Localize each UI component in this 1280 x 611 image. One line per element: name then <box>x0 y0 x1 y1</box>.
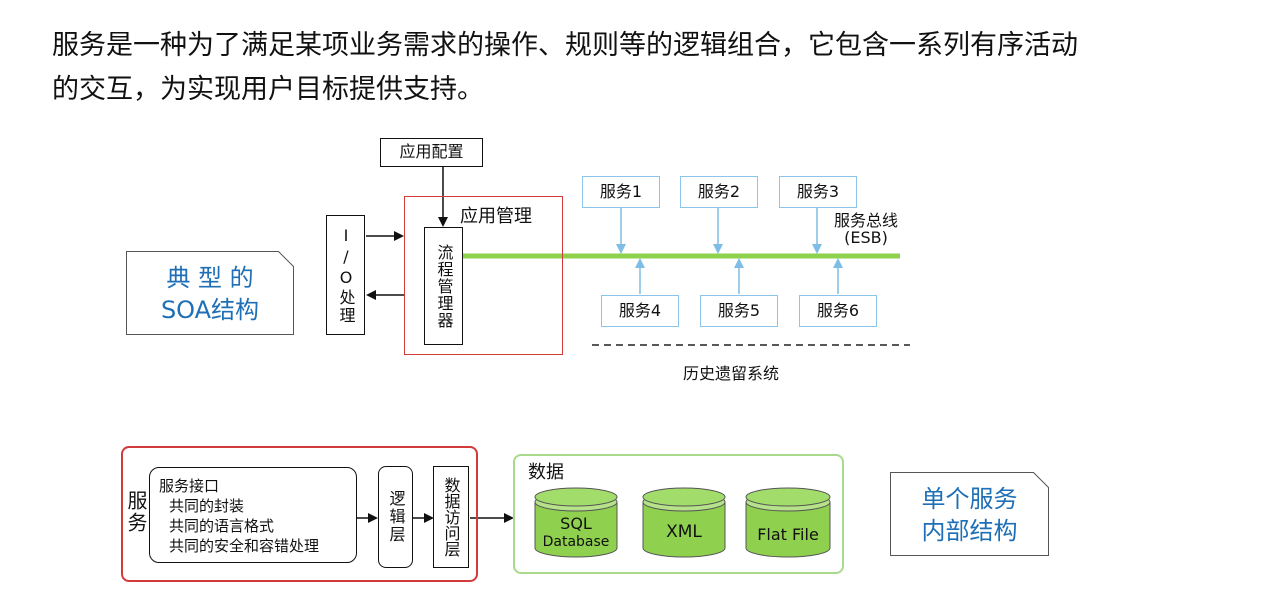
soa-note-line-2: SOA结构 <box>160 296 260 324</box>
logic-layer-label: 逻辑层 <box>386 490 406 544</box>
app-mgmt-frame <box>404 196 563 355</box>
internal-note-line-1: 单个服务 <box>921 485 1018 513</box>
data-container-title: 数据 <box>528 462 564 483</box>
app-config-box: 应用配置 <box>380 138 483 167</box>
service-label-5: 服务5 <box>717 301 761 320</box>
intro-line-1: 服务是一种为了满足某项业务需求的操作、规则等的逻辑组合，它包含一系列有序活动 <box>52 30 1078 61</box>
service-box-6: 服务6 <box>799 295 877 327</box>
service-box-5: 服务5 <box>700 295 778 327</box>
db-xml-label: XML <box>666 522 702 542</box>
intro-paragraph: 服务是一种为了满足某项业务需求的操作、规则等的逻辑组合，它包含一系列有序活动 的… <box>52 24 1252 112</box>
service-interface-title: 服务接口 <box>159 477 220 495</box>
internal-note-card: 单个服务 内部结构 <box>890 472 1049 556</box>
service-frame-label: 服务 <box>124 490 148 534</box>
data-container <box>513 454 844 574</box>
interface-item-2: 共同的语言格式 <box>169 517 275 535</box>
io-box: I/O处理 <box>326 215 365 335</box>
internal-note-fold-corner <box>1033 472 1049 488</box>
db-flatfile-label: Flat File <box>757 525 819 544</box>
flow-manager-label: 流程管理器 <box>434 243 454 329</box>
soa-note-card: 典 型 的 SOA结构 <box>126 251 294 335</box>
service-box-2: 服务2 <box>680 176 758 208</box>
note-fold-corner <box>278 251 294 267</box>
service-label-2: 服务2 <box>697 182 741 201</box>
intro-line-2: 的交互，为实现用户目标提供支持。 <box>52 74 484 105</box>
service-interface-box: 服务接口 共同的封装 共同的语言格式 共同的安全和容错处理 <box>149 467 357 563</box>
service-label-3: 服务3 <box>796 182 840 201</box>
interface-item-3: 共同的安全和容错处理 <box>169 537 320 555</box>
esb-label: 服务总线 (ESB) <box>834 212 898 246</box>
esb-label-line-2: (ESB) <box>844 228 888 247</box>
app-config-label: 应用配置 <box>399 142 464 161</box>
service-label-4: 服务4 <box>618 301 662 320</box>
esb-label-line-1: 服务总线 <box>834 211 899 230</box>
internal-note-line-2: 内部结构 <box>921 517 1018 545</box>
db-sql-label-line-2: Database <box>542 534 610 550</box>
logic-layer-box: 逻辑层 <box>378 466 413 568</box>
db-sql-label: SQL Database <box>535 515 617 551</box>
db-cylinder-sql <box>534 487 618 558</box>
service-box-1: 服务1 <box>582 176 660 208</box>
service-box-3: 服务3 <box>779 176 857 208</box>
data-access-layer-box: 数据访问层 <box>433 466 469 568</box>
db-cylinder-flatfile <box>745 487 831 558</box>
interface-item-1: 共同的封装 <box>169 497 245 515</box>
io-label: I/O处理 <box>336 225 356 325</box>
db-cylinder-xml <box>642 487 726 558</box>
data-access-layer-label: 数据访问层 <box>441 477 461 557</box>
service-label-1: 服务1 <box>599 182 643 201</box>
legacy-systems-label: 历史遗留系统 <box>683 364 780 383</box>
service-box-4: 服务4 <box>601 295 679 327</box>
soa-note-line-1: 典 型 的 <box>166 264 254 292</box>
app-mgmt-label: 应用管理 <box>460 206 532 227</box>
service-label-6: 服务6 <box>816 301 860 320</box>
service-frame <box>121 446 478 582</box>
flow-manager-box: 流程管理器 <box>424 227 463 345</box>
db-sql-label-line-1: SQL <box>560 514 592 533</box>
